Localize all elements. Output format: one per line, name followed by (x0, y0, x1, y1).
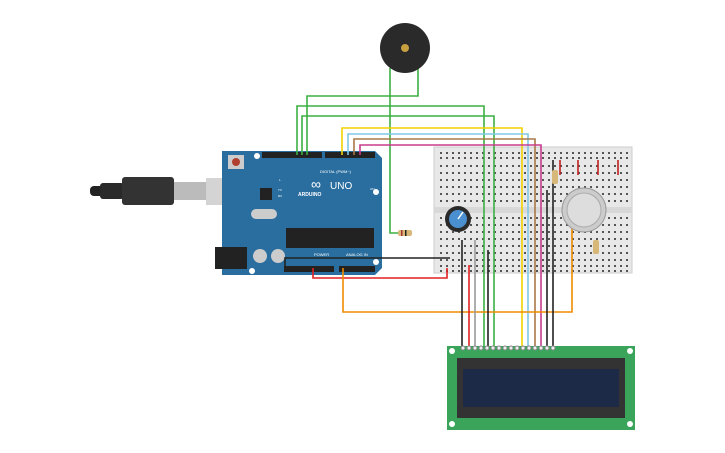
l-label: L (279, 178, 281, 182)
lcd-screen (463, 369, 619, 407)
lcd-pin[interactable] (466, 345, 472, 351)
lcd-pin[interactable] (484, 345, 490, 351)
digital-label: DIGITAL (PWM~) (320, 169, 352, 174)
lcd-pin[interactable] (460, 345, 466, 351)
wire-breadboard-jumpers[interactable] (559, 160, 619, 175)
wire-green-2[interactable] (301, 115, 495, 346)
tx-label: TX (278, 188, 282, 192)
analog-header[interactable] (339, 266, 375, 272)
on-label: ON (370, 187, 375, 191)
power-jack (215, 247, 247, 269)
model-label: UNO (330, 181, 352, 192)
piezo-buzzer[interactable] (380, 23, 430, 73)
arduino-logo-icon: ∞ (311, 176, 321, 192)
wire-red-5v[interactable] (312, 268, 448, 279)
lcd-pin[interactable] (514, 345, 520, 351)
lcd-pin[interactable] (496, 345, 502, 351)
wire-yellow[interactable] (341, 127, 523, 346)
lcd-pin[interactable] (490, 345, 496, 351)
digital-header-left[interactable] (262, 152, 322, 158)
rx-label: RX (278, 194, 282, 198)
arduino-uno[interactable]: ∞ ARDUINO UNO DIGITAL (PWM~) POWER ANALO… (215, 151, 382, 275)
lcd-pin[interactable] (520, 345, 526, 351)
wire-green-buzzer[interactable] (306, 68, 419, 155)
gas-sensor[interactable] (561, 187, 607, 233)
resistor[interactable] (398, 230, 412, 236)
lcd-pin[interactable] (508, 345, 514, 351)
digital-header-right[interactable] (325, 152, 375, 158)
analog-label: ANALOG IN (346, 252, 368, 257)
potentiometer[interactable] (445, 206, 471, 232)
lcd-pin[interactable] (544, 345, 550, 351)
wire-lightblue[interactable] (347, 133, 529, 346)
lcd-pin[interactable] (526, 345, 532, 351)
wire-magenta[interactable] (359, 144, 542, 346)
power-label: POWER (314, 252, 329, 257)
lcd-16x2[interactable] (447, 345, 635, 430)
lcd-pin[interactable] (478, 345, 484, 351)
resistor-2[interactable] (552, 170, 558, 184)
lcd-pin[interactable] (550, 345, 556, 351)
usb-cable[interactable] (90, 177, 244, 205)
lcd-pin[interactable] (472, 345, 478, 351)
lcd-pin[interactable] (538, 345, 544, 351)
lcd-pin[interactable] (502, 345, 508, 351)
lcd-pin[interactable] (532, 345, 538, 351)
power-header[interactable] (284, 266, 334, 272)
atmega-chip (286, 228, 374, 248)
lcd-pins[interactable] (460, 345, 556, 351)
wire-black-gnd[interactable] (284, 257, 450, 268)
resistor-3[interactable] (593, 240, 599, 254)
wire-orange-a0[interactable] (342, 228, 573, 313)
wires (284, 68, 619, 346)
wire-brown[interactable] (353, 138, 536, 346)
wire-green-buzzer-resistor[interactable] (389, 68, 398, 234)
brand-label: ARDUINO (298, 192, 321, 198)
